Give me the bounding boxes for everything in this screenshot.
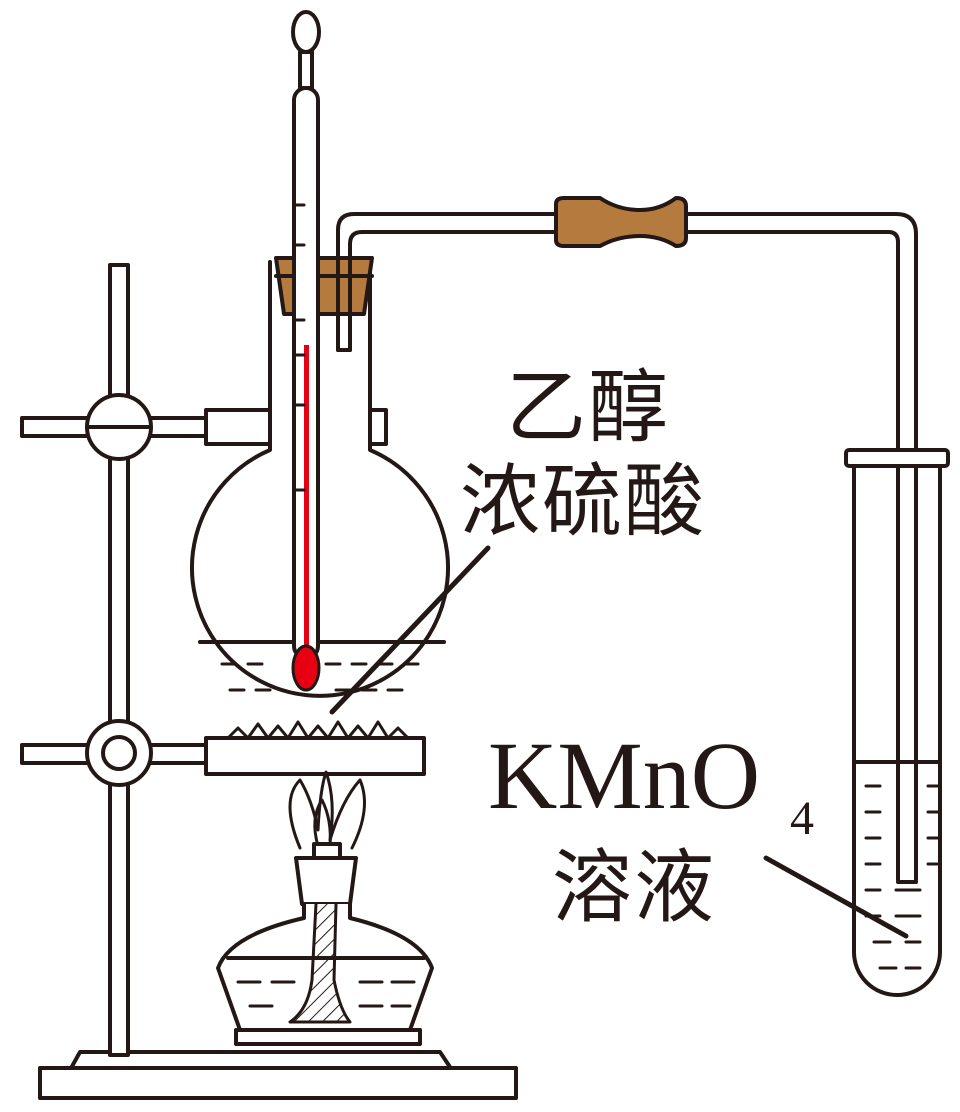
leader-line-flask (329, 545, 491, 715)
leader-line-test-tube (763, 855, 909, 939)
ethanol-label: 乙醇 (506, 361, 670, 454)
stand-rod (108, 263, 130, 1057)
thermometer (291, 10, 321, 692)
delivery-tube (336, 212, 918, 884)
solution-label: 溶液 (552, 841, 716, 934)
cork-stopper (274, 256, 374, 316)
kmno4-subscript-label: 4 (790, 792, 814, 845)
wire-gauze (226, 720, 410, 740)
lower-clamp (20, 719, 426, 787)
test-tube (844, 448, 950, 997)
alcohol-lamp (216, 770, 434, 1046)
rubber-connector (554, 196, 688, 248)
stand-base (38, 1050, 518, 1100)
sulfuric-acid-label: 浓硫酸 (460, 455, 706, 548)
kmno4-formula-label: KMnO (488, 722, 761, 829)
